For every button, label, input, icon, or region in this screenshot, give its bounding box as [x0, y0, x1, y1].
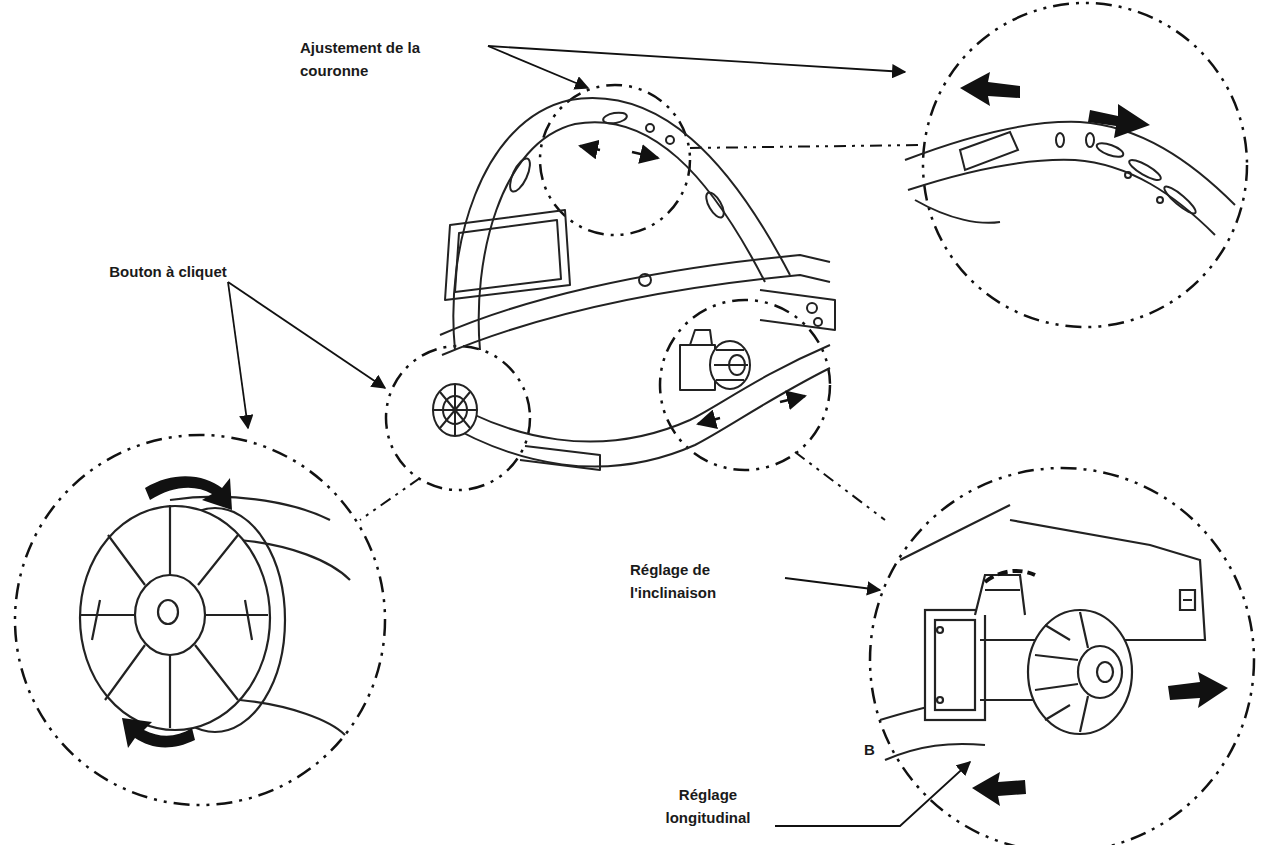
upper-band-edge — [442, 275, 830, 355]
bracket-screw — [937, 627, 943, 633]
tilt-detail-drawing — [880, 505, 1205, 760]
strap-slot — [1127, 157, 1163, 184]
strap-slot — [506, 156, 534, 195]
strap-slot — [1161, 183, 1198, 216]
crown-strap-edge — [453, 98, 790, 350]
ratchet-callout-circle — [386, 346, 530, 490]
tilt-knob-cap — [1078, 646, 1122, 698]
band-edge — [885, 744, 985, 760]
part-label: Ajustement de la couronne — [300, 36, 490, 83]
crown-detail-circle — [923, 3, 1247, 327]
bold-arrow — [122, 718, 195, 748]
band-edge — [240, 700, 345, 735]
crown-detail-drawing — [905, 122, 1235, 235]
leader-line — [228, 282, 385, 388]
strap-hole — [814, 318, 822, 326]
circle-link — [360, 478, 420, 520]
band-rivet — [639, 274, 651, 286]
ratchet-spokes — [433, 384, 477, 436]
strap-slot — [703, 190, 727, 220]
headband-edge — [438, 345, 830, 442]
strap-hole — [1056, 133, 1064, 147]
strap-hole — [1086, 133, 1094, 147]
leader-line — [488, 46, 905, 72]
leader-line — [785, 578, 880, 590]
tilt-knob — [1028, 610, 1132, 734]
circle-link — [690, 145, 922, 148]
strap-hole — [1125, 172, 1131, 178]
bold-arrow — [972, 772, 1026, 806]
small-arrow — [632, 152, 658, 158]
crown-strap-edge — [479, 122, 765, 350]
part-label: Bouton à cliquet — [108, 260, 228, 283]
tilt-knob — [710, 341, 750, 389]
bold-arrow — [145, 476, 232, 510]
view-letter: B — [864, 738, 884, 761]
band-buckle — [520, 446, 600, 470]
bold-arrow — [1088, 104, 1150, 138]
strap-hole — [807, 303, 817, 313]
bold-arrow — [1168, 672, 1228, 708]
leader-line — [488, 46, 588, 88]
rear-pad-inner — [455, 220, 561, 292]
ratchet-center — [158, 600, 178, 624]
small-arrow — [780, 396, 805, 402]
strap-hole — [1157, 197, 1163, 203]
small-arrow — [580, 146, 600, 150]
ratchet-grip — [92, 600, 252, 640]
band-edge — [900, 505, 1010, 560]
small-arrow — [698, 418, 720, 424]
leader-line — [775, 762, 970, 826]
ratchet-detail-drawing — [80, 497, 350, 735]
tilt-knob-center — [1097, 662, 1113, 682]
crown-callout-circle — [540, 85, 690, 235]
ratchet-spokes — [80, 505, 268, 728]
circle-links — [360, 145, 922, 520]
tilt-latch — [975, 575, 1025, 615]
tilt-latch-line — [985, 589, 1020, 591]
headband-edge — [440, 368, 830, 467]
part-label: Réglage longitudinal — [638, 783, 778, 830]
tilt-bracket-inner — [935, 620, 975, 710]
tilt-detail-circle — [870, 468, 1254, 845]
front-strap — [760, 290, 835, 330]
strap-hole — [666, 136, 674, 144]
headgear-drawing — [433, 98, 835, 470]
upper-band-edge — [440, 255, 830, 335]
circle-link — [795, 452, 885, 520]
strap-overlap — [960, 132, 1018, 170]
tilt-knob-ridges — [1035, 612, 1088, 732]
bold-arrow — [960, 72, 1020, 106]
tilt-knob-ridges — [714, 350, 748, 380]
ratchet-knob — [433, 384, 477, 436]
strap-slot — [602, 111, 627, 125]
rear-pad — [445, 210, 570, 300]
strap-clip — [1180, 590, 1195, 610]
leader-line — [228, 282, 248, 428]
small-arrows — [580, 146, 805, 424]
strap-hole — [646, 124, 654, 132]
strap-edge — [905, 122, 1235, 205]
ratchet-hub — [135, 575, 205, 655]
tilt-bracket — [925, 610, 985, 720]
part-label: Réglage de l'inclinaison — [630, 558, 790, 605]
tilt-latch — [690, 330, 712, 345]
bracket-screw — [937, 697, 943, 703]
ratchet-knob — [80, 506, 270, 730]
callout-circles — [15, 3, 1254, 845]
ratchet-detail-circle — [15, 435, 385, 805]
strap-edge — [915, 200, 1000, 223]
tilt-dashed-arc — [985, 571, 1035, 582]
strap-edge — [908, 160, 1215, 235]
strap-slot — [1095, 141, 1125, 160]
leader-lines — [228, 46, 970, 826]
